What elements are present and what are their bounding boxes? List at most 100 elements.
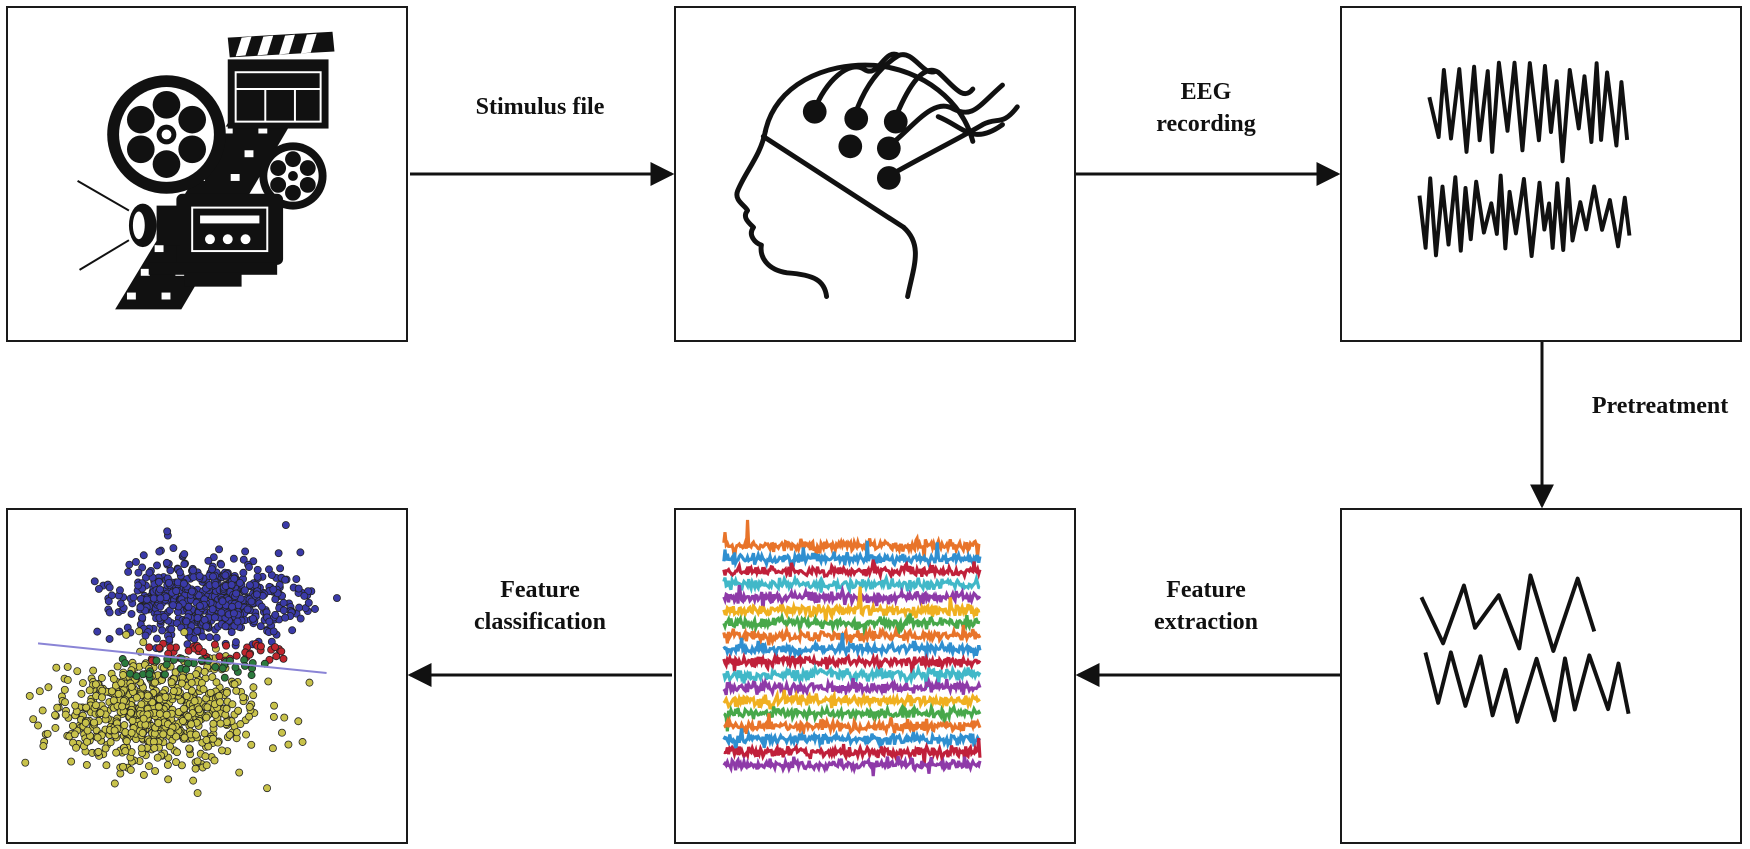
scatter-point xyxy=(230,680,239,689)
scatter-point xyxy=(90,577,99,586)
scatter-point xyxy=(132,693,141,702)
scatter-point xyxy=(127,728,136,737)
scatter-point xyxy=(198,632,207,641)
scatter-point xyxy=(141,631,150,640)
scatter-point xyxy=(169,601,177,610)
eeg-channel-trace xyxy=(722,688,981,714)
scatter-point xyxy=(67,757,76,766)
scatter-point xyxy=(101,744,110,753)
scatter-point xyxy=(155,547,164,556)
scatter-point xyxy=(53,703,62,712)
scatter-point xyxy=(180,550,189,559)
eeg-channel-trace xyxy=(723,702,982,732)
scatter-point xyxy=(279,598,288,607)
scatter-point xyxy=(63,675,72,684)
scatter-point xyxy=(165,635,174,644)
scatter-point xyxy=(145,643,154,652)
scatter-point xyxy=(98,693,106,702)
scatter-point xyxy=(245,581,254,590)
scatter-point xyxy=(243,605,252,614)
scatter-point xyxy=(247,671,256,680)
scatter-point xyxy=(222,641,231,650)
scatter-point xyxy=(162,710,171,719)
label-eeg-recording: EEG recording xyxy=(1156,79,1256,137)
scatter-point xyxy=(177,679,186,688)
scatter-point xyxy=(277,647,286,656)
scatter-point xyxy=(91,680,100,689)
eeg-channel-trace xyxy=(722,651,982,677)
scatter-point xyxy=(155,709,164,718)
scatter-point xyxy=(232,686,241,695)
scatter-point xyxy=(228,602,237,611)
scatter-point xyxy=(137,744,146,753)
scatter-point xyxy=(51,711,59,719)
scatter-point xyxy=(263,784,272,793)
scatter-point xyxy=(233,617,242,626)
scatter-point xyxy=(209,572,217,581)
scatter-point xyxy=(192,730,200,739)
scatter-point xyxy=(161,692,170,701)
scatter-point xyxy=(199,685,208,694)
scatter-point xyxy=(61,710,70,719)
label-pretreatment: Pretreatment xyxy=(1591,393,1729,419)
label-stimulus-file: Stimulus file xyxy=(475,94,605,120)
scatter-point xyxy=(172,587,181,595)
scatter-point xyxy=(232,651,241,660)
scatter-point xyxy=(249,691,258,700)
scatter-point xyxy=(167,678,176,687)
scatter-point xyxy=(292,575,301,584)
scatter-point xyxy=(189,776,198,785)
scatter-point xyxy=(153,561,161,570)
scatter-point xyxy=(208,565,216,574)
scatter-point xyxy=(139,638,148,647)
scatter-point xyxy=(247,597,256,606)
scatter-point xyxy=(97,674,106,682)
scatter-point xyxy=(241,547,250,556)
scatter-point xyxy=(180,628,189,637)
scatter-point xyxy=(209,553,218,562)
scatter-point xyxy=(151,767,160,776)
scatter-point xyxy=(77,689,86,698)
scatter-point xyxy=(247,740,256,749)
multichannel-eeg-icon xyxy=(722,519,982,777)
scatter-point xyxy=(208,673,217,682)
features-box xyxy=(674,508,1076,844)
scatter-point xyxy=(156,585,165,594)
scatter-point xyxy=(163,760,172,769)
scatter-point xyxy=(231,638,240,647)
scatter-point xyxy=(73,667,82,676)
scatter-point xyxy=(145,670,154,679)
scatter-point xyxy=(78,679,87,687)
scatter-point xyxy=(115,627,124,636)
scatter-point xyxy=(171,668,180,677)
scatter-point xyxy=(281,613,290,622)
raw-signal-box xyxy=(1340,6,1742,342)
scatter-point xyxy=(268,744,277,753)
scatter-point xyxy=(220,673,229,682)
scatter-point xyxy=(279,654,288,663)
scatter-point xyxy=(217,608,226,617)
scatter-point xyxy=(156,602,165,611)
scatter-point xyxy=(239,693,248,702)
scatter-point xyxy=(166,728,175,737)
scatter-point xyxy=(204,556,213,565)
scatter-point xyxy=(143,595,151,604)
scatter-point xyxy=(132,672,141,681)
scatter-point xyxy=(93,733,102,742)
scatter-point xyxy=(272,652,281,661)
scatter-point xyxy=(149,594,158,603)
scatter-point xyxy=(245,563,253,571)
scatter-point xyxy=(175,568,184,577)
scatter-point xyxy=(215,545,224,554)
scatter-point xyxy=(200,667,209,676)
scatter-point xyxy=(294,717,303,726)
scatter-point xyxy=(51,724,60,732)
scatter-point xyxy=(172,758,180,767)
scatter-point xyxy=(184,712,193,721)
scatter-point xyxy=(159,730,168,739)
scatter-point xyxy=(222,688,231,697)
scatter-point xyxy=(253,572,262,581)
scatter-point xyxy=(169,687,178,695)
scatter-point xyxy=(209,719,218,728)
eeg-channel-trace xyxy=(722,540,982,570)
